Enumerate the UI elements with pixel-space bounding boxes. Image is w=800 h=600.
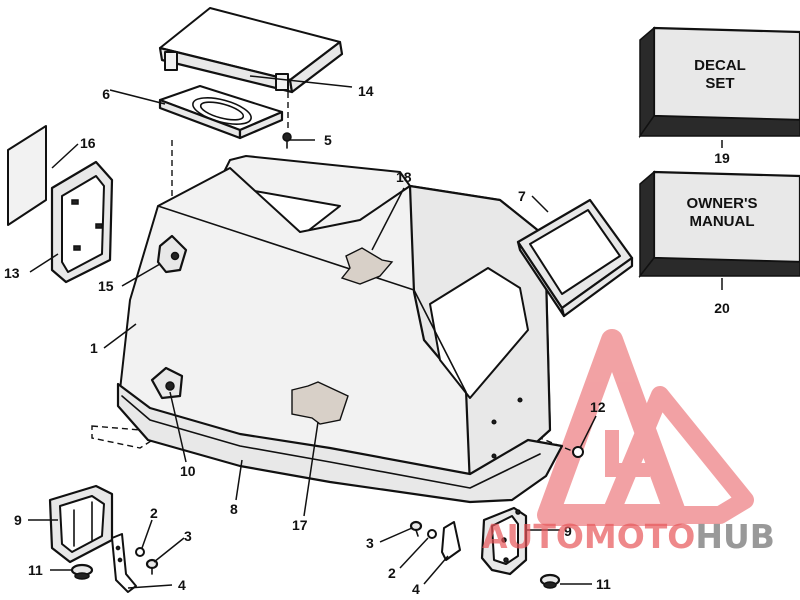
callout-2-right: 2 (388, 565, 396, 581)
plug-part-12 (572, 446, 584, 458)
latch-part-10 (150, 366, 184, 400)
top-cover-part-14 (158, 7, 344, 94)
callout-14: 14 (358, 83, 374, 99)
seal-part-8 (116, 382, 564, 504)
callout-10: 10 (180, 463, 196, 479)
callout-13: 13 (4, 265, 20, 281)
callout-19: 19 (714, 150, 730, 166)
panel-part-16 (7, 125, 47, 226)
callout-16: 16 (80, 135, 96, 151)
watermark-text: AUTOMOTOHUB (482, 517, 775, 556)
callout-6: 6 (102, 86, 110, 102)
watermark-hub: HUB (695, 517, 775, 556)
decal-set-line1: DECAL (694, 57, 746, 74)
watermark-auto: AUTO (482, 517, 584, 556)
watermark-moto: MOTO (584, 517, 695, 556)
screw-part-5 (282, 132, 292, 149)
latch-bracket-right-part-9 (480, 506, 528, 576)
callout-4-right: 4 (412, 581, 420, 597)
decal-part-17 (291, 381, 349, 425)
grommet-right-part-11 (539, 573, 561, 589)
callout-4-left: 4 (178, 577, 186, 593)
decal-set-line2: SET (705, 75, 734, 92)
callout-2-left: 2 (150, 505, 158, 521)
callout-15: 15 (98, 278, 114, 294)
callout-8: 8 (230, 501, 238, 517)
alignment-line (91, 425, 168, 449)
owners-manual-line2: MANUAL (690, 213, 755, 230)
callout-20: 20 (714, 300, 730, 316)
owners-manual-box-20: OWNER'S MANUAL (638, 170, 800, 279)
grommet-left-part-11 (70, 563, 94, 580)
callout-1: 1 (90, 340, 98, 356)
intake-tray-part-6 (158, 85, 284, 140)
callout-3-left: 3 (184, 528, 192, 544)
callout-9-left: 9 (14, 512, 22, 528)
decal-set-box-19: DECAL SET (638, 26, 800, 139)
callout-11-left: 11 (28, 562, 43, 578)
owners-manual-line1: OWNER'S (686, 195, 757, 212)
gasket-frame-part-13 (50, 160, 114, 284)
washer-right-part-2 (427, 529, 437, 539)
callout-18: 18 (396, 169, 412, 185)
callout-17: 17 (292, 517, 308, 533)
svg-text:AUTOMOTOHUB: AUTOMOTOHUB (482, 517, 775, 556)
latch-part-15 (156, 234, 188, 274)
callout-3-right: 3 (366, 535, 374, 551)
screw-right-part-3 (409, 520, 423, 537)
callout-7: 7 (518, 188, 526, 204)
decal-part-18 (340, 247, 394, 285)
callout-numbers: 6 14 5 16 13 15 1 18 7 19 20 12 10 8 17 … (4, 83, 730, 597)
callout-12: 12 (590, 399, 606, 415)
washer-left-part-2 (135, 547, 145, 557)
clip-right-part-4 (441, 521, 461, 561)
callout-5: 5 (324, 132, 332, 148)
cowling-part-1 (119, 155, 552, 488)
latch-bracket-left-part-9 (48, 484, 114, 564)
clip-left-part-4 (111, 533, 137, 593)
frame-part-7 (516, 198, 634, 318)
leader-lines (28, 75, 723, 589)
watermark-logo (537, 329, 754, 526)
callout-11-right: 11 (596, 576, 611, 592)
screw-left-part-3 (145, 558, 159, 575)
callout-9-right: 9 (564, 523, 572, 539)
